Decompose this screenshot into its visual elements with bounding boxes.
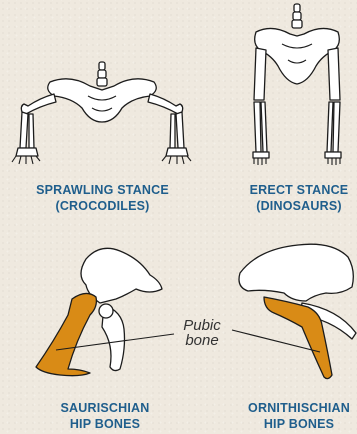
ornithischian-caption: ORNITHISCHIAN HIP BONES [236, 400, 357, 432]
pubic-bone-label: Pubic bone [170, 318, 234, 348]
saurischian-caption: SAURISCHIAN HIP BONES [40, 400, 170, 432]
